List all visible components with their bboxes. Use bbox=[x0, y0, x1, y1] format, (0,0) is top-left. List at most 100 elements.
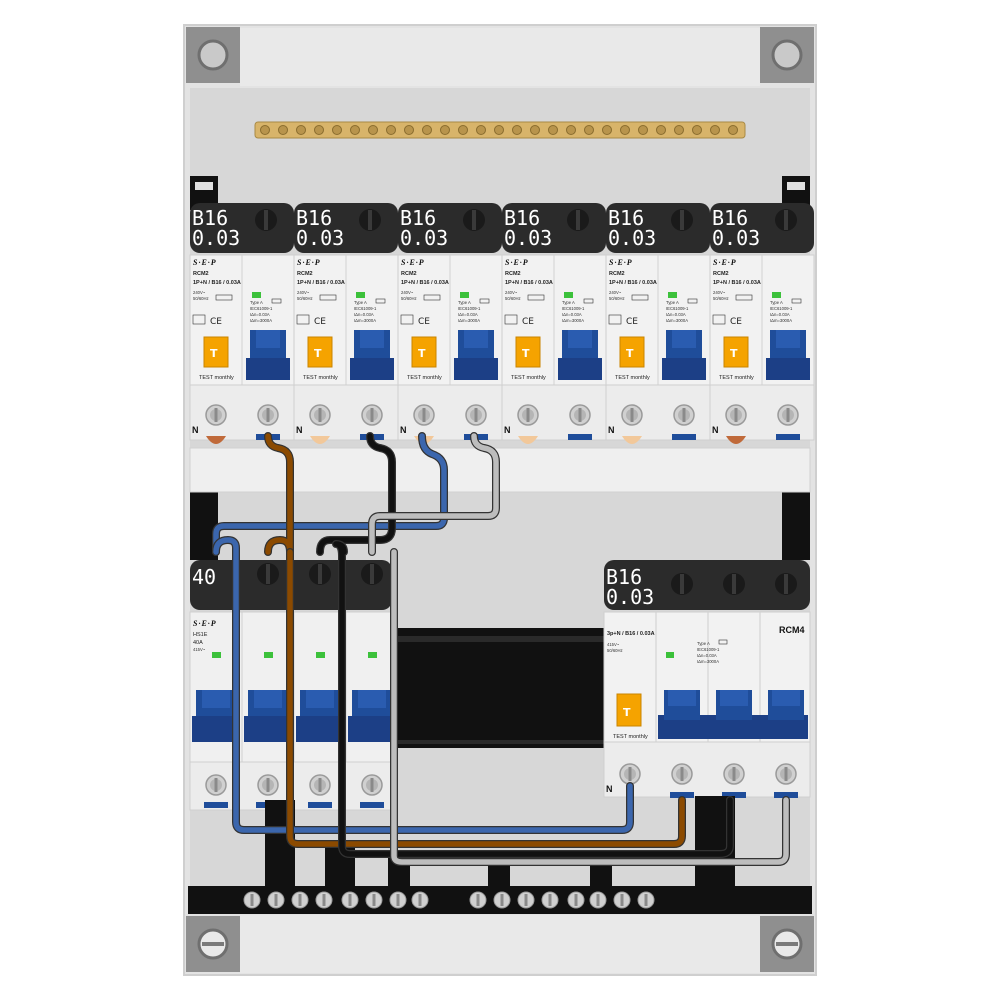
rcm-standard: IEC61009-1 bbox=[666, 306, 689, 311]
rcm-idn: IΔn=0.03A bbox=[666, 312, 686, 317]
type-symbol bbox=[375, 298, 386, 304]
kema-mark bbox=[712, 314, 726, 325]
test-button[interactable] bbox=[619, 336, 645, 368]
test-button-glyph: T bbox=[418, 347, 426, 360]
rcm-rating: B16 bbox=[608, 206, 644, 230]
test-button[interactable] bbox=[515, 336, 541, 368]
blank-din-space bbox=[396, 628, 608, 748]
rcm-sensitivity: 0.03 bbox=[400, 226, 448, 250]
rcm-rating: B16 bbox=[400, 206, 436, 230]
kema-mark bbox=[400, 314, 414, 325]
rcm-standard: IEC61009-1 bbox=[562, 306, 585, 311]
bar-screw-slot bbox=[524, 894, 528, 906]
terminal-clip bbox=[672, 434, 696, 440]
knob-slot bbox=[680, 574, 684, 594]
terminal-clip bbox=[308, 802, 332, 808]
toggle-base bbox=[246, 358, 290, 380]
rcm-type: Type A bbox=[458, 300, 471, 305]
toggle-base bbox=[296, 716, 344, 742]
bar-screw-slot bbox=[372, 894, 376, 906]
screw-slot bbox=[370, 408, 374, 422]
knob-slot bbox=[784, 210, 788, 230]
corner-screw-bottom-left bbox=[186, 916, 240, 972]
rcm-idn: IΔn=0.03A bbox=[250, 312, 270, 317]
rcm-idn: IΔn=0.03A bbox=[458, 312, 478, 317]
busbar-hole bbox=[386, 125, 396, 135]
toggle-highlight bbox=[306, 690, 334, 708]
busbar-hole bbox=[656, 125, 666, 135]
bar-screw-slot bbox=[298, 894, 302, 906]
bar-screw-slot bbox=[396, 894, 400, 906]
earth-busbar bbox=[254, 121, 746, 139]
rcm-standard: IEC61009-1 bbox=[250, 306, 273, 311]
screw-slot bbox=[266, 778, 270, 792]
corner-screw-top-right bbox=[760, 27, 814, 83]
test-label: TEST monthly bbox=[303, 375, 338, 381]
busbar-hole bbox=[422, 125, 432, 135]
rcm-spec: 1P+N / B16 / 0.03A bbox=[297, 280, 345, 286]
screw-slot bbox=[318, 778, 322, 792]
toggle-highlight bbox=[360, 330, 384, 348]
screw-slot bbox=[630, 408, 634, 422]
test-button[interactable] bbox=[723, 336, 749, 368]
wire-stub bbox=[310, 436, 330, 444]
wire-stub bbox=[622, 436, 642, 444]
ce-mark: CE bbox=[418, 317, 430, 327]
rcm-sensitivity: 0.03 bbox=[712, 226, 760, 250]
wire-blue-neutral bbox=[213, 537, 633, 833]
ce-mark: CE bbox=[626, 317, 638, 327]
terminal-clip bbox=[360, 802, 384, 808]
status-indicator bbox=[564, 292, 573, 298]
neutral-label: N bbox=[296, 425, 303, 435]
rcm-brand: S·E·P bbox=[193, 258, 217, 267]
busbar-hole bbox=[512, 125, 522, 135]
test-button[interactable] bbox=[203, 336, 229, 368]
screw-slot bbox=[682, 408, 686, 422]
type-symbol bbox=[271, 298, 282, 304]
neutral-label: N bbox=[192, 425, 199, 435]
busbar-hole bbox=[674, 125, 684, 135]
rcm-icn: IΔm=3000A bbox=[562, 318, 584, 323]
knob-slot bbox=[318, 564, 322, 584]
bar-screw-slot bbox=[274, 894, 278, 906]
rcm-idn: IΔn=0.03A bbox=[354, 312, 374, 317]
rcm-type: Type A bbox=[562, 300, 575, 305]
status-indicator bbox=[212, 652, 221, 658]
status-indicator bbox=[252, 292, 261, 298]
rcm-voltage: 240V~ bbox=[713, 290, 726, 295]
rcm-voltage: 240V~ bbox=[505, 290, 518, 295]
busbar-hole bbox=[260, 125, 270, 135]
bottom-cover bbox=[240, 915, 760, 973]
rcm4-test-button[interactable] bbox=[616, 693, 642, 727]
toggle-base bbox=[350, 358, 394, 380]
wire-stub bbox=[518, 436, 538, 444]
busbar-hole bbox=[692, 125, 702, 135]
busbar-hole bbox=[530, 125, 540, 135]
terminal-clip bbox=[670, 792, 694, 798]
rcm-type: Type A bbox=[354, 300, 367, 305]
terminal-clip bbox=[722, 792, 746, 798]
test-button[interactable] bbox=[411, 336, 437, 368]
knob-slot bbox=[472, 210, 476, 230]
busbar-hole bbox=[368, 125, 378, 135]
screw-slot bbox=[628, 767, 632, 781]
toggle-highlight bbox=[358, 690, 386, 708]
screw-slot bbox=[526, 408, 530, 422]
terminal-clip bbox=[774, 792, 798, 798]
rcm-icn: IΔm=3000A bbox=[666, 318, 688, 323]
rcm-voltage: 240V~ bbox=[193, 290, 206, 295]
status-indicator bbox=[356, 292, 365, 298]
rcm-rating-box bbox=[527, 294, 545, 301]
rcm-sensitivity: 0.03 bbox=[504, 226, 552, 250]
rcm-idn: IΔn=0.03A bbox=[770, 312, 790, 317]
test-button[interactable] bbox=[307, 336, 333, 368]
rcm-voltage: 240V~ bbox=[297, 290, 310, 295]
toggle-highlight bbox=[772, 690, 800, 706]
rcm-type: Type A bbox=[250, 300, 263, 305]
screw-slot bbox=[370, 778, 374, 792]
rcm-brand: S·E·P bbox=[297, 258, 321, 267]
busbar-hole bbox=[566, 125, 576, 135]
